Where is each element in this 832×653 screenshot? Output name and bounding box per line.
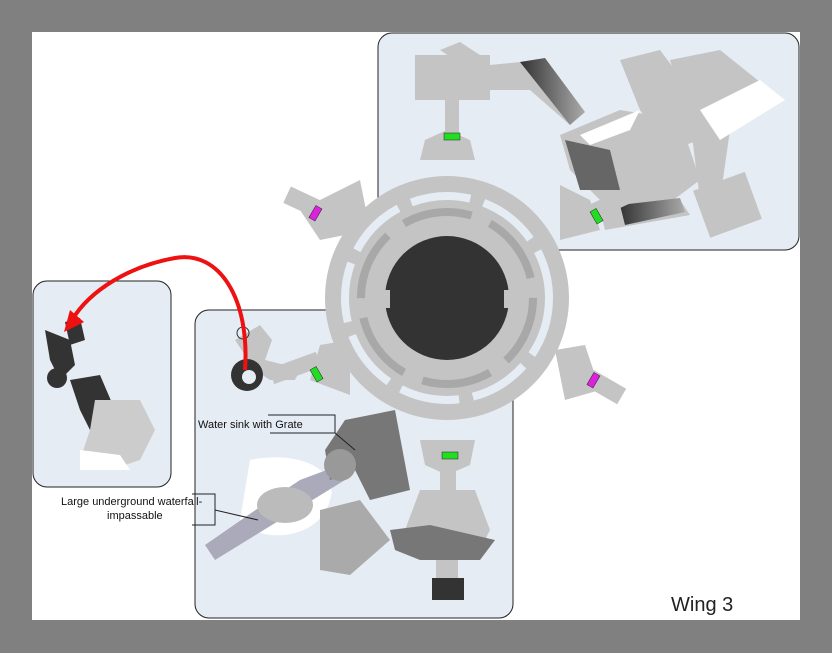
waterfall-label-line2: impassable — [107, 510, 163, 522]
door-green-west[interactable] — [309, 366, 324, 383]
waterfall-callout — [192, 493, 259, 526]
waterfall-label-line1: Large underground waterfall- — [61, 496, 203, 508]
door-magenta-se[interactable] — [586, 372, 601, 389]
water-sink-callout — [268, 414, 356, 451]
hub-inner-ring — [357, 208, 537, 388]
west-rooms — [45, 318, 155, 470]
door-green-north[interactable] — [443, 132, 461, 141]
southwest-rooms — [205, 325, 495, 600]
hub-center-pit — [385, 236, 509, 360]
hub-ring-gap — [341, 192, 553, 404]
connection-arrow — [70, 255, 248, 371]
northeast-shading — [520, 58, 785, 225]
door-green-east[interactable] — [589, 208, 604, 225]
arrow-head-icon — [64, 310, 84, 332]
door-green-south[interactable] — [441, 451, 459, 460]
door-magenta-nw[interactable] — [308, 205, 323, 222]
water-sink-label: Water sink with Grate — [198, 419, 303, 431]
wing-title: Wing 3 — [671, 594, 734, 616]
